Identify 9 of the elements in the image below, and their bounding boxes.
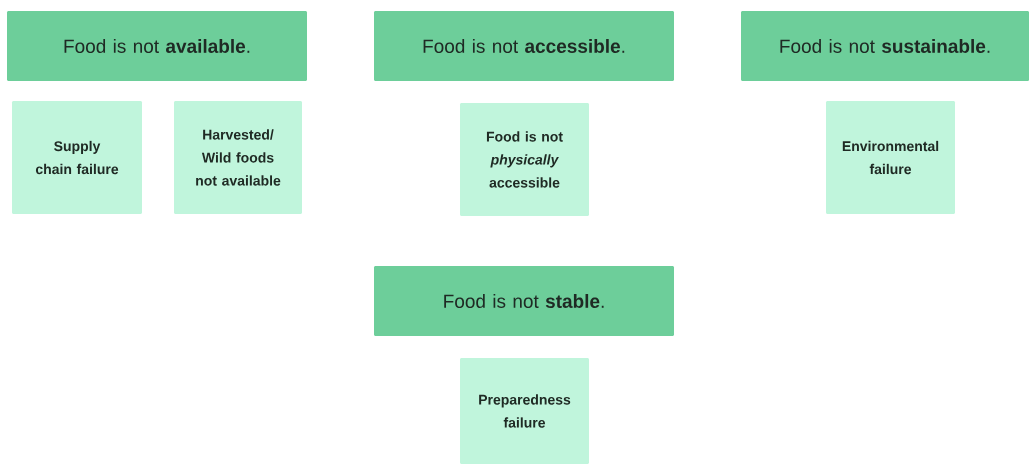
cause-box: Preparedness failure [460, 358, 589, 464]
header-box: Food is not accessible. [374, 11, 674, 81]
header-box: Food is not sustainable. [741, 11, 1029, 81]
header-box: Food is not available. [7, 11, 307, 81]
header-box: Food is not stable. [374, 266, 674, 336]
cause-box: Food is not physically accessible [460, 103, 589, 216]
cause-box: Supply chain failure [12, 101, 142, 214]
cause-box: Environmental failure [826, 101, 955, 214]
cause-box: Harvested/ Wild foods not available [174, 101, 302, 214]
